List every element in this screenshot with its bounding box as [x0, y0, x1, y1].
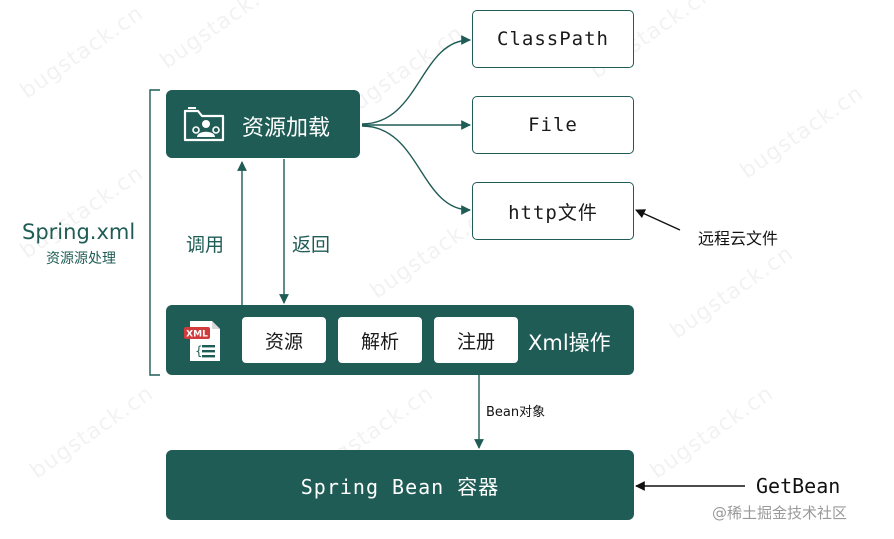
call-label: 调用 — [186, 234, 225, 256]
arrow-remote-note — [635, 209, 681, 231]
return-label: 返回 — [292, 234, 331, 256]
getbean-label: GetBean — [756, 474, 841, 498]
xml-file-icon: XML { — [182, 319, 224, 363]
spring-bean-container-label: Spring Bean 容器 — [300, 474, 500, 499]
svg-text:{: { — [195, 344, 203, 358]
bean-object-label: Bean对象 — [486, 405, 546, 420]
http-file-box: http文件 — [472, 182, 634, 240]
juejin-watermark: @稀土掘金技术社区 — [712, 504, 848, 522]
svg-text:XML: XML — [186, 330, 208, 340]
spring-bean-container-box: Spring Bean 容器 — [166, 450, 634, 520]
chip-resource: 资源 — [242, 317, 326, 363]
arrow-to-classpath — [361, 35, 471, 125]
remote-cloud-file-note: 远程云文件 — [698, 229, 779, 248]
chip-register: 注册 — [434, 317, 518, 363]
classpath-box: ClassPath — [472, 10, 634, 68]
file-box: File — [472, 96, 634, 154]
resource-loading-box: 资源加载 — [166, 90, 360, 158]
xml-operations-label: Xml操作 — [528, 331, 611, 355]
spring-xml-subtitle: 资源源处理 — [46, 251, 116, 267]
arrow-to-http — [361, 125, 471, 215]
spring-xml-bracket — [149, 89, 160, 376]
xml-operations-box: XML { 资源 解析 注册 Xml操作 — [166, 305, 634, 375]
resource-loading-label: 资源加载 — [242, 116, 331, 141]
folder-user-icon — [182, 104, 226, 144]
spring-xml-title: Spring.xml — [22, 220, 136, 244]
chip-parse: 解析 — [338, 317, 422, 363]
